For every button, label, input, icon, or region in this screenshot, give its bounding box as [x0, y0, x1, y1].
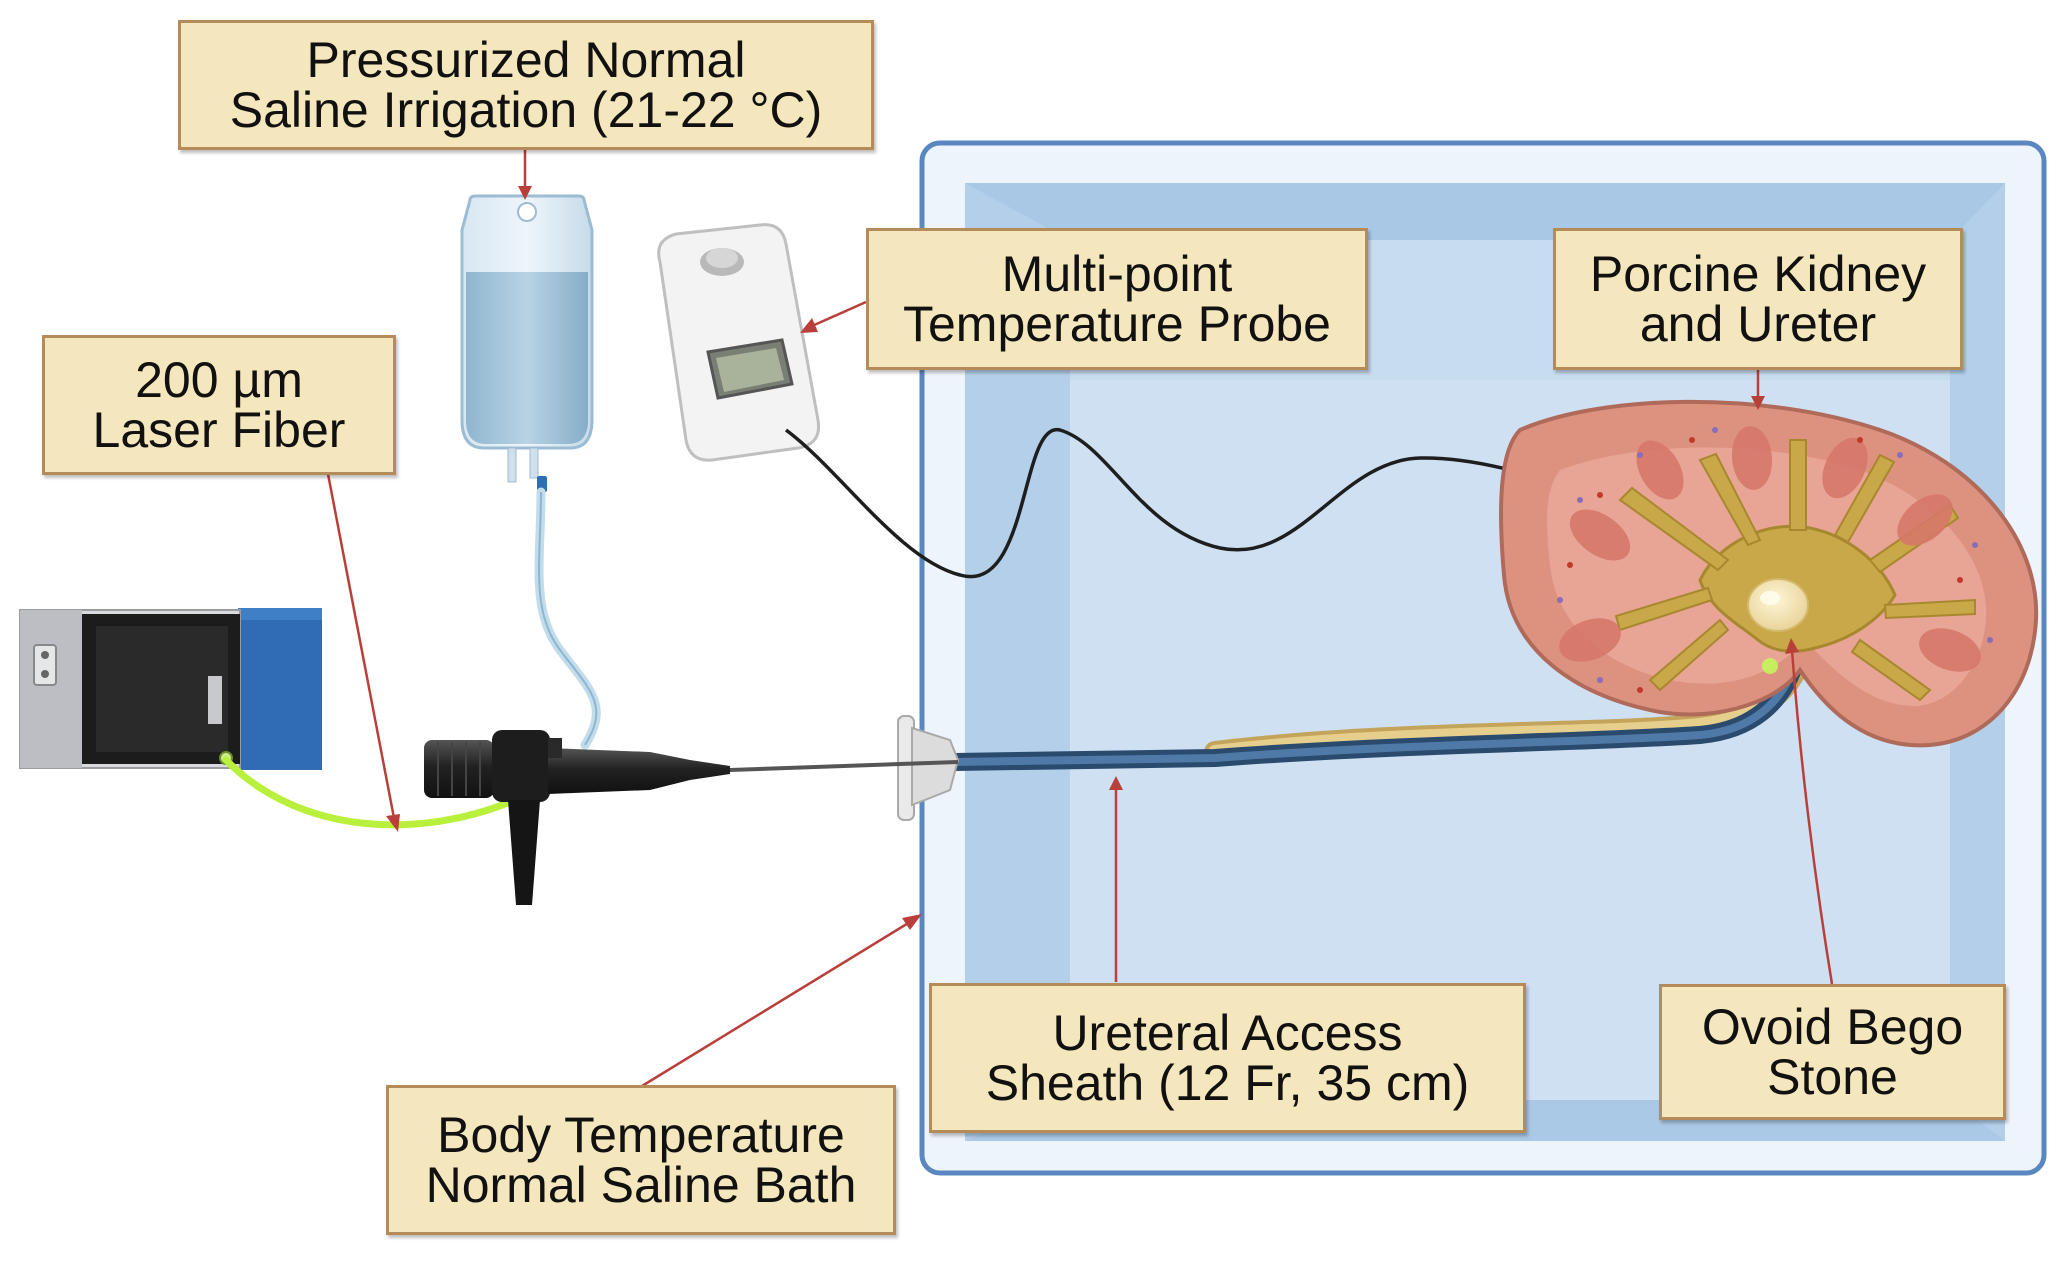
label-irrigation-line1: Pressurized Normal: [306, 32, 746, 88]
arrow-bath: [641, 920, 911, 1088]
arrow-stone: [1790, 649, 1834, 985]
label-saline-bath: Body Temperature Normal Saline Bath: [386, 1085, 896, 1235]
label-bego-stone: Ovoid Bego Stone: [1659, 984, 2006, 1120]
label-probe-line1: Multi-point: [1001, 246, 1233, 302]
ureteroscope: [424, 730, 730, 905]
laser-fiber: [222, 756, 519, 829]
bego-stone: [1747, 578, 1809, 632]
temperature-probe-device: [657, 223, 821, 462]
label-irrigation: Pressurized Normal Saline Irrigation (21…: [178, 20, 874, 150]
irrigation-tubing: [534, 487, 601, 750]
label-porcine-kidney: Porcine Kidney and Ureter: [1553, 228, 1963, 370]
label-sheath-line1: Ureteral Access: [1052, 1005, 1403, 1061]
label-kidney-line1: Porcine Kidney: [1589, 246, 1927, 302]
probe-cable: [784, 428, 1753, 585]
label-fiber-line1: 200 µm: [135, 352, 303, 408]
label-kidney-line2: and Ureter: [1639, 296, 1877, 352]
label-temperature-probe: Multi-point Temperature Probe: [866, 228, 1368, 370]
arrow-probe: [811, 300, 867, 328]
label-irrigation-line2: Saline Irrigation (21-22 °C): [229, 82, 823, 138]
label-stone-line1: Ovoid Bego: [1701, 999, 1964, 1055]
sheath-hub: [897, 715, 960, 821]
label-stone-line2: Stone: [1767, 1049, 1898, 1105]
label-bath-line1: Body Temperature: [437, 1107, 845, 1163]
label-sheath-line2: Sheath (12 Fr, 35 cm): [985, 1055, 1470, 1111]
label-probe-line2: Temperature Probe: [902, 296, 1331, 352]
laser-generator: [19, 608, 322, 770]
irrigation-bag: [460, 194, 594, 492]
porcine-kidney: [1499, 399, 2039, 748]
label-access-sheath: Ureteral Access Sheath (12 Fr, 35 cm): [929, 983, 1526, 1133]
laser-tip-glow: [1762, 658, 1778, 674]
arrow-fiber: [326, 473, 396, 819]
ureteroscope-shaft: [729, 760, 959, 772]
label-bath-line2: Normal Saline Bath: [425, 1157, 857, 1213]
annotation-arrows: [326, 150, 1834, 1088]
label-laser-fiber: 200 µm Laser Fiber: [42, 335, 396, 475]
label-fiber-line2: Laser Fiber: [92, 402, 346, 458]
ureter-and-sheath: [946, 649, 1811, 771]
